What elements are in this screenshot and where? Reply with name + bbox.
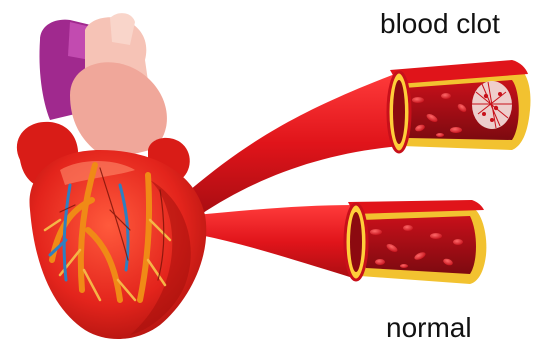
vessel-clot-callout [190, 60, 530, 215]
heart-illustration [17, 13, 206, 339]
vessel-normal-callout [195, 200, 486, 284]
label-normal: normal [386, 314, 472, 342]
label-blood-clot: blood clot [380, 10, 500, 38]
clot-mesh-icon [472, 81, 512, 129]
